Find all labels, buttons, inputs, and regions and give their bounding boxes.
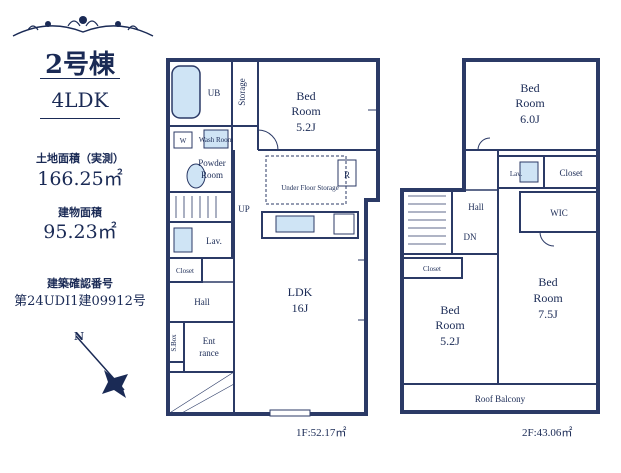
shoe-box-label: S.Box — [170, 334, 178, 352]
washing-machine-icon — [173, 131, 193, 149]
layout-type: 4LDK — [51, 88, 109, 112]
entrance-label-2: rance — [199, 348, 218, 358]
roof-balcony-label: Roof Balcony — [475, 394, 526, 404]
ornament-icon — [12, 16, 154, 37]
ldk-label: LDK — [288, 285, 313, 299]
first-floor-plan — [166, 58, 380, 417]
closet-1f-label: Closet — [176, 267, 194, 275]
refrigerator-label: R — [344, 170, 350, 180]
building-area-label: 建物面積 — [58, 206, 102, 219]
ub-label: UB — [208, 88, 221, 98]
building-area-value: 95.23㎡ — [43, 221, 117, 243]
lav-1f-label: Lav. — [206, 236, 222, 246]
powder-room-label: Powder — [198, 158, 226, 168]
bed-room-2f-2-size: 5.2J — [440, 334, 460, 348]
storage-label: Storage — [237, 78, 247, 106]
unit-divider — [40, 78, 120, 79]
bed-room-2f-3-room: Room — [533, 291, 563, 305]
hall-1f-label: Hall — [194, 297, 210, 307]
compass-north-label: N — [74, 330, 85, 343]
bed-room-1f-room: Room — [291, 104, 321, 118]
bed-room-1f-size: 5.2J — [296, 120, 316, 134]
ldk-size: 16J — [292, 301, 309, 315]
lav-2f-label: Lav. — [510, 170, 522, 178]
bed-room-1f-label: Bed — [296, 89, 315, 103]
powder-room-room: Room — [201, 170, 223, 180]
stairs-down-label: DN — [464, 232, 477, 242]
second-floor-area: 2F:43.06㎡ — [522, 426, 572, 439]
compass-icon — [75, 335, 128, 398]
bed-room-2f-1-label: Bed — [520, 81, 539, 95]
toilet-2f-icon — [519, 161, 539, 183]
second-floor-plan — [400, 58, 600, 414]
land-area-label: 土地面積（実測） — [36, 152, 124, 165]
bathtub-icon — [171, 65, 201, 119]
kitchen-sink-icon — [275, 215, 315, 233]
layout-divider — [40, 118, 120, 119]
bed-room-2f-3-size: 7.5J — [538, 307, 558, 321]
confirmation-label: 建築確認番号 — [47, 277, 113, 290]
powder-toilet-icon — [186, 163, 206, 189]
toilet-icon — [173, 227, 193, 253]
underfloor-storage-label: Under Floor Storage — [281, 184, 339, 192]
land-area-value: 166.25㎡ — [37, 168, 123, 190]
hall-2f-label: Hall — [468, 202, 484, 212]
washing-machine-label: W — [180, 137, 187, 145]
bed-room-2f-2-room: Room — [435, 318, 465, 332]
bed-room-2f-1-room: Room — [515, 96, 545, 110]
bed-room-2f-3-label: Bed — [538, 275, 557, 289]
bed-room-2f-1-size: 6.0J — [520, 112, 540, 126]
unit-number: 2号棟 — [44, 50, 116, 80]
wash-room-label: Wash Room — [199, 136, 234, 144]
stove-icon — [333, 213, 355, 235]
closet-2f-1-label: Closet — [559, 168, 583, 178]
confirmation-number: 第24UDI1建09912号 — [14, 294, 146, 309]
bed-room-2f-2-label: Bed — [440, 303, 459, 317]
washbasin-icon — [203, 129, 229, 149]
wic-label: WIC — [550, 208, 568, 218]
closet-2f-2-label: Closet — [423, 265, 441, 273]
first-floor-area: 1F:52.17㎡ — [296, 426, 346, 439]
entrance-label: Ent — [203, 336, 216, 346]
stairs-up-label: UP — [238, 204, 250, 214]
